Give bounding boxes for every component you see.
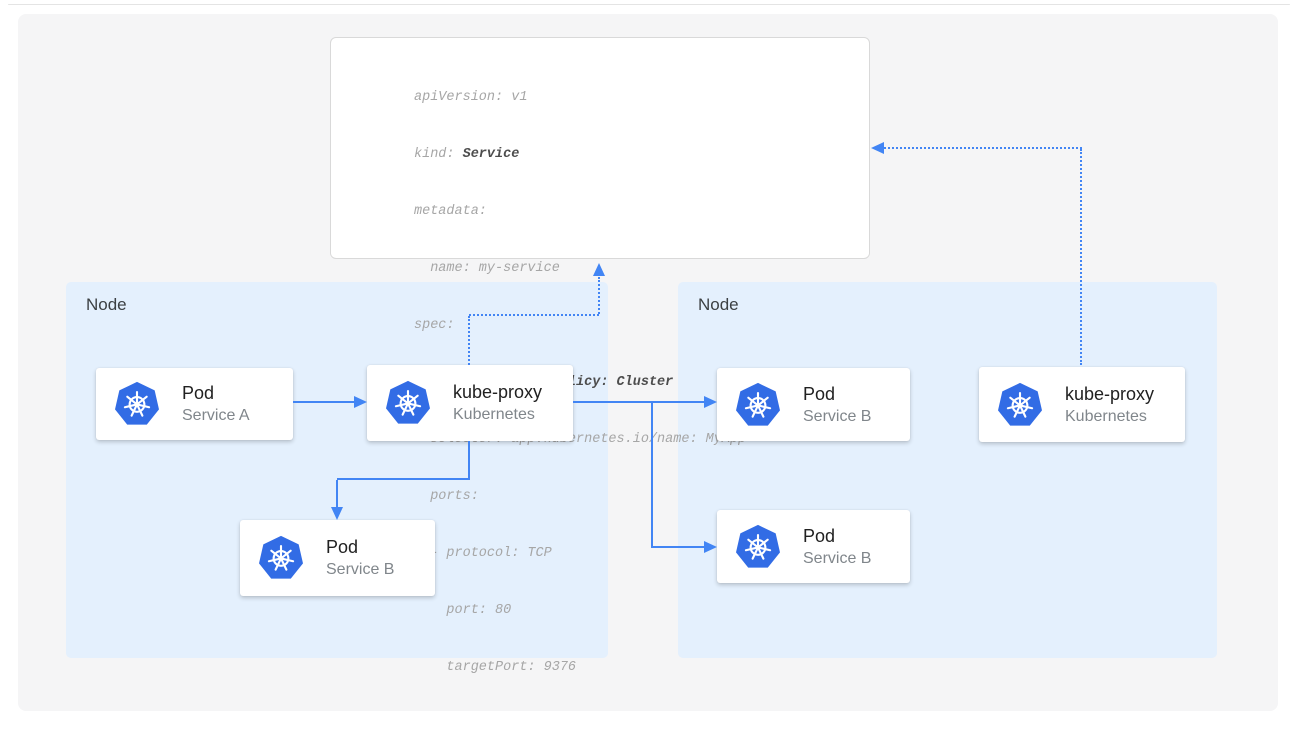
- arrow-pod-a-to-kube-proxy-head: [354, 396, 367, 408]
- card-title: Pod: [326, 537, 359, 557]
- yaml-line: metadata:: [414, 204, 487, 219]
- kubernetes-icon: [114, 381, 160, 427]
- card-subtitle: Kubernetes: [453, 406, 535, 423]
- card-subtitle: Kubernetes: [1065, 407, 1147, 425]
- card-title: kube-proxy: [453, 382, 543, 402]
- card-title: Pod: [803, 383, 836, 404]
- card-text: kube-proxy Kubernetes: [1065, 382, 1154, 428]
- card-title: Pod: [182, 383, 215, 403]
- arrow-kube-proxy-to-left-pod-head: [331, 507, 343, 520]
- card-text: Pod Service A: [182, 381, 250, 427]
- dotted-right-kube-proxy-to-config-v: [1080, 149, 1082, 365]
- kubernetes-icon: [385, 380, 431, 426]
- card-title: Pod: [803, 525, 836, 546]
- dotted-kube-proxy-to-config-head: [593, 263, 605, 276]
- card-subtitle: Service B: [803, 407, 872, 425]
- card-title: kube-proxy: [1065, 383, 1155, 404]
- node-left-label: Node: [86, 295, 127, 314]
- dotted-right-kube-proxy-to-config-head: [871, 142, 884, 154]
- kubernetes-icon: [997, 382, 1043, 428]
- pod-service-a-card: Pod Service A: [96, 368, 293, 440]
- card-subtitle: Service B: [326, 561, 395, 578]
- kube-proxy-right-card: kube-proxy Kubernetes: [979, 367, 1185, 442]
- card-text: kube-proxy Kubernetes: [453, 380, 542, 426]
- yaml-line: port: 80: [414, 603, 512, 618]
- top-divider: [8, 4, 1290, 5]
- arrow-branch-vertical: [651, 402, 653, 547]
- yaml-line: ports:: [414, 489, 479, 504]
- dotted-kube-proxy-to-config-v1: [468, 316, 470, 365]
- card-text: Pod Service B: [803, 382, 871, 428]
- yaml-line: apiVersion: v1: [414, 90, 528, 105]
- node-right-label: Node: [698, 295, 739, 314]
- card-text: Pod Service B: [803, 524, 871, 570]
- pod-service-b-right-bottom-card: Pod Service B: [717, 510, 910, 583]
- arrow-branch-horizontal: [651, 546, 705, 548]
- arrow-kube-proxy-to-left-pod-v1: [468, 441, 470, 480]
- yaml-line: spec:: [414, 318, 455, 333]
- node-right: Node: [678, 282, 1217, 658]
- pod-service-b-right-top-card: Pod Service B: [717, 368, 910, 441]
- arrow-pod-a-to-kube-proxy-line: [293, 401, 357, 403]
- arrow-kube-proxy-to-left-pod-v2: [336, 480, 338, 508]
- card-subtitle: Service B: [803, 549, 872, 567]
- kubernetes-icon: [735, 524, 781, 570]
- yaml-line: - protocol: TCP: [414, 546, 552, 561]
- kubernetes-icon: [258, 535, 304, 581]
- card-subtitle: Service A: [182, 407, 250, 424]
- yaml-line: kind: Service: [414, 147, 520, 162]
- yaml-line: name: my-service: [414, 261, 560, 276]
- card-text: Pod Service B: [326, 535, 394, 581]
- pod-service-b-left-card: Pod Service B: [240, 520, 435, 596]
- dotted-right-kube-proxy-to-config-h: [884, 147, 1082, 149]
- kubernetes-icon: [735, 382, 781, 428]
- kube-proxy-left-card: kube-proxy Kubernetes: [367, 365, 573, 441]
- dotted-kube-proxy-to-config-h: [469, 314, 599, 316]
- arrow-kube-proxy-to-right-top-pod-head: [704, 396, 717, 408]
- yaml-line: targetPort: 9376: [414, 660, 577, 675]
- arrow-kube-proxy-to-left-pod-h: [337, 478, 470, 480]
- service-yaml-box: apiVersion: v1 kind: Service metadata: n…: [330, 37, 870, 675]
- dotted-kube-proxy-to-config-v2: [598, 277, 600, 314]
- arrow-branch-head: [704, 541, 717, 553]
- arrow-kube-proxy-to-right-top-pod-line: [573, 401, 705, 403]
